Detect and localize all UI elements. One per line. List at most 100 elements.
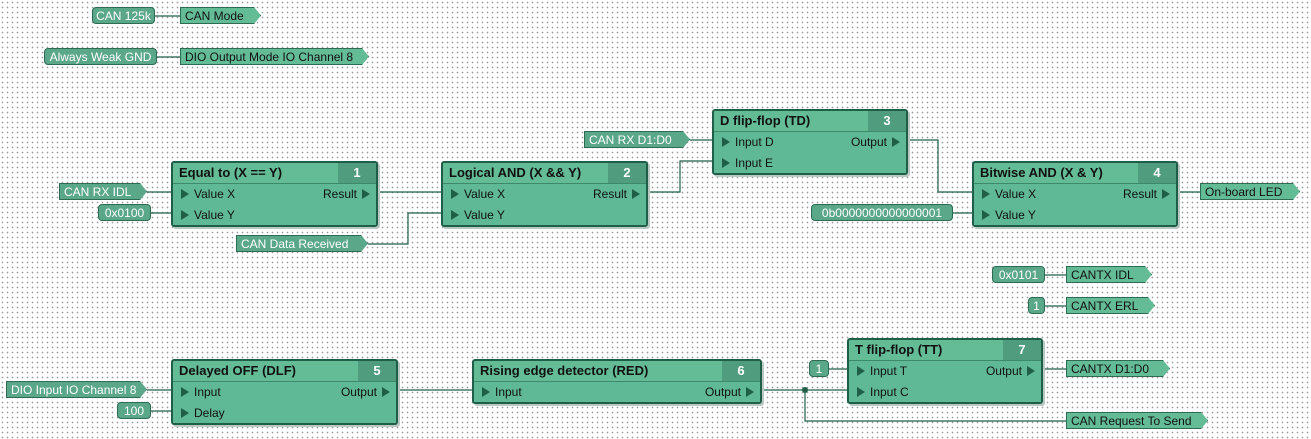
- block-delayed-off[interactable]: Delayed OFF (DLF) 5 Input Delay Output: [171, 359, 398, 425]
- tag-can-rx-d1d0[interactable]: CAN RX D1:D0: [584, 131, 690, 148]
- block-number: 4: [1138, 163, 1176, 183]
- port-input-t[interactable]: Input T: [857, 364, 907, 378]
- port-input-e[interactable]: Input E: [722, 156, 773, 170]
- port-result[interactable]: Result: [593, 187, 640, 201]
- const-1-t[interactable]: 1: [809, 360, 829, 377]
- block-number: 2: [608, 163, 646, 183]
- port-label: Result: [1122, 187, 1157, 201]
- block-bitwise-and[interactable]: Bitwise AND (X & Y) 4 Value X Value Y Res…: [972, 161, 1178, 227]
- port-value-x[interactable]: Value X: [451, 187, 505, 201]
- block-number: 5: [358, 361, 396, 381]
- block-number: 1: [338, 163, 376, 183]
- port-value-y[interactable]: Value Y: [181, 208, 235, 222]
- block-title: Logical AND (X && Y): [449, 165, 582, 180]
- port-value-x[interactable]: Value X: [982, 187, 1036, 201]
- const-delay-100[interactable]: 100: [117, 402, 151, 419]
- tag-can-rx-idl[interactable]: CAN RX IDL: [59, 183, 147, 200]
- port-input-c[interactable]: Input C: [857, 385, 909, 399]
- input-pin-icon: [722, 157, 730, 168]
- block-title: Bitwise AND (X & Y): [980, 165, 1103, 180]
- port-label: Value Y: [194, 208, 235, 222]
- port-value-y[interactable]: Value Y: [982, 208, 1036, 222]
- output-pin-icon: [362, 188, 370, 199]
- port-output[interactable]: Output: [341, 385, 390, 399]
- output-pin-icon: [1162, 188, 1170, 199]
- input-pin-icon: [451, 209, 459, 220]
- tag-cantx-d1d0[interactable]: CANTX D1:D0: [1066, 360, 1170, 377]
- port-label: Input C: [870, 385, 909, 399]
- port-label: Output: [704, 385, 741, 399]
- port-label: Input E: [735, 156, 774, 170]
- const-always-weak-gnd[interactable]: Always Weak GND: [44, 48, 157, 65]
- port-delay[interactable]: Delay: [181, 406, 225, 420]
- port-label: Input D: [735, 135, 774, 149]
- port-value-y[interactable]: Value Y: [451, 208, 505, 222]
- input-pin-icon: [181, 407, 189, 418]
- input-pin-icon: [181, 209, 189, 220]
- port-label: Output: [340, 385, 377, 399]
- block-title: D flip-flop (TD): [720, 113, 811, 128]
- junction-dot: [802, 387, 808, 393]
- port-input[interactable]: Input: [482, 385, 522, 399]
- block-title: T flip-flop (TT): [855, 342, 943, 357]
- tag-dio-output-mode[interactable]: DIO Output Mode IO Channel 8: [180, 48, 369, 65]
- output-pin-icon: [746, 386, 754, 397]
- port-label: Value X: [995, 187, 1037, 201]
- block-equal-to[interactable]: Equal to (X == Y) 1 Value X Value Y Resul…: [171, 161, 378, 227]
- input-pin-icon: [857, 386, 865, 397]
- output-pin-icon: [892, 136, 900, 147]
- port-label: Result: [322, 187, 357, 201]
- port-label: Delay: [194, 406, 225, 420]
- block-title: Rising edge detector (RED): [480, 363, 649, 378]
- port-result[interactable]: Result: [1123, 187, 1170, 201]
- tag-cantx-idl[interactable]: CANTX IDL: [1066, 266, 1152, 283]
- block-d-flip-flop[interactable]: D flip-flop (TD)3 Input D Input E Output: [712, 109, 908, 175]
- wire: [908, 139, 974, 193]
- tag-dio-input[interactable]: DIO Input IO Channel 8: [6, 381, 147, 398]
- port-input[interactable]: Input: [181, 385, 221, 399]
- input-pin-icon: [982, 209, 990, 220]
- tag-can-data-received[interactable]: CAN Data Received: [236, 235, 368, 252]
- port-label: Output: [850, 135, 887, 149]
- output-pin-icon: [382, 386, 390, 397]
- input-pin-icon: [722, 136, 730, 147]
- output-pin-icon: [1027, 365, 1035, 376]
- port-label: Input: [194, 385, 221, 399]
- const-can-125k[interactable]: CAN 125k: [92, 7, 155, 24]
- block-title: Equal to (X == Y): [179, 165, 283, 180]
- const-0x0101[interactable]: 0x0101: [992, 266, 1045, 283]
- block-logical-and[interactable]: Logical AND (X && Y) 2 Value X Value Y Re…: [441, 161, 648, 227]
- input-pin-icon: [451, 188, 459, 199]
- block-title: Delayed OFF (DLF): [179, 363, 297, 378]
- port-label: Input: [495, 385, 522, 399]
- wire: [648, 160, 714, 193]
- const-bitmask[interactable]: 0b0000000000000001: [811, 204, 953, 221]
- input-pin-icon: [482, 386, 490, 397]
- port-output[interactable]: Output: [705, 385, 754, 399]
- block-t-flip-flop[interactable]: T flip-flop (TT) 7 Input T Input C Output: [847, 338, 1043, 404]
- port-label: Output: [985, 364, 1022, 378]
- port-value-x[interactable]: Value X: [181, 187, 235, 201]
- input-pin-icon: [857, 365, 865, 376]
- port-output[interactable]: Output: [986, 364, 1035, 378]
- tag-can-mode[interactable]: CAN Mode: [180, 7, 261, 24]
- output-pin-icon: [632, 188, 640, 199]
- input-pin-icon: [982, 188, 990, 199]
- port-result[interactable]: Result: [323, 187, 370, 201]
- port-input-d[interactable]: Input D: [722, 135, 774, 149]
- tag-onboard-led[interactable]: On-board LED: [1200, 183, 1300, 200]
- block-rising-edge-detector[interactable]: Rising edge detector (RED) 6 Input Output: [472, 359, 762, 404]
- block-number: 6: [722, 361, 760, 381]
- port-label: Value Y: [995, 208, 1036, 222]
- port-label: Result: [592, 187, 627, 201]
- wire: [368, 212, 443, 245]
- port-label: Value Y: [464, 208, 505, 222]
- tag-cantx-erl[interactable]: CANTX ERL: [1066, 297, 1155, 314]
- const-1-erl[interactable]: 1: [1028, 297, 1045, 314]
- port-output[interactable]: Output: [851, 135, 900, 149]
- port-label: Value X: [194, 187, 236, 201]
- input-pin-icon: [181, 188, 189, 199]
- tag-can-request-to-send[interactable]: CAN Request To Send: [1066, 412, 1208, 429]
- block-number: 7: [1003, 340, 1041, 360]
- const-0x0100[interactable]: 0x0100: [98, 204, 151, 221]
